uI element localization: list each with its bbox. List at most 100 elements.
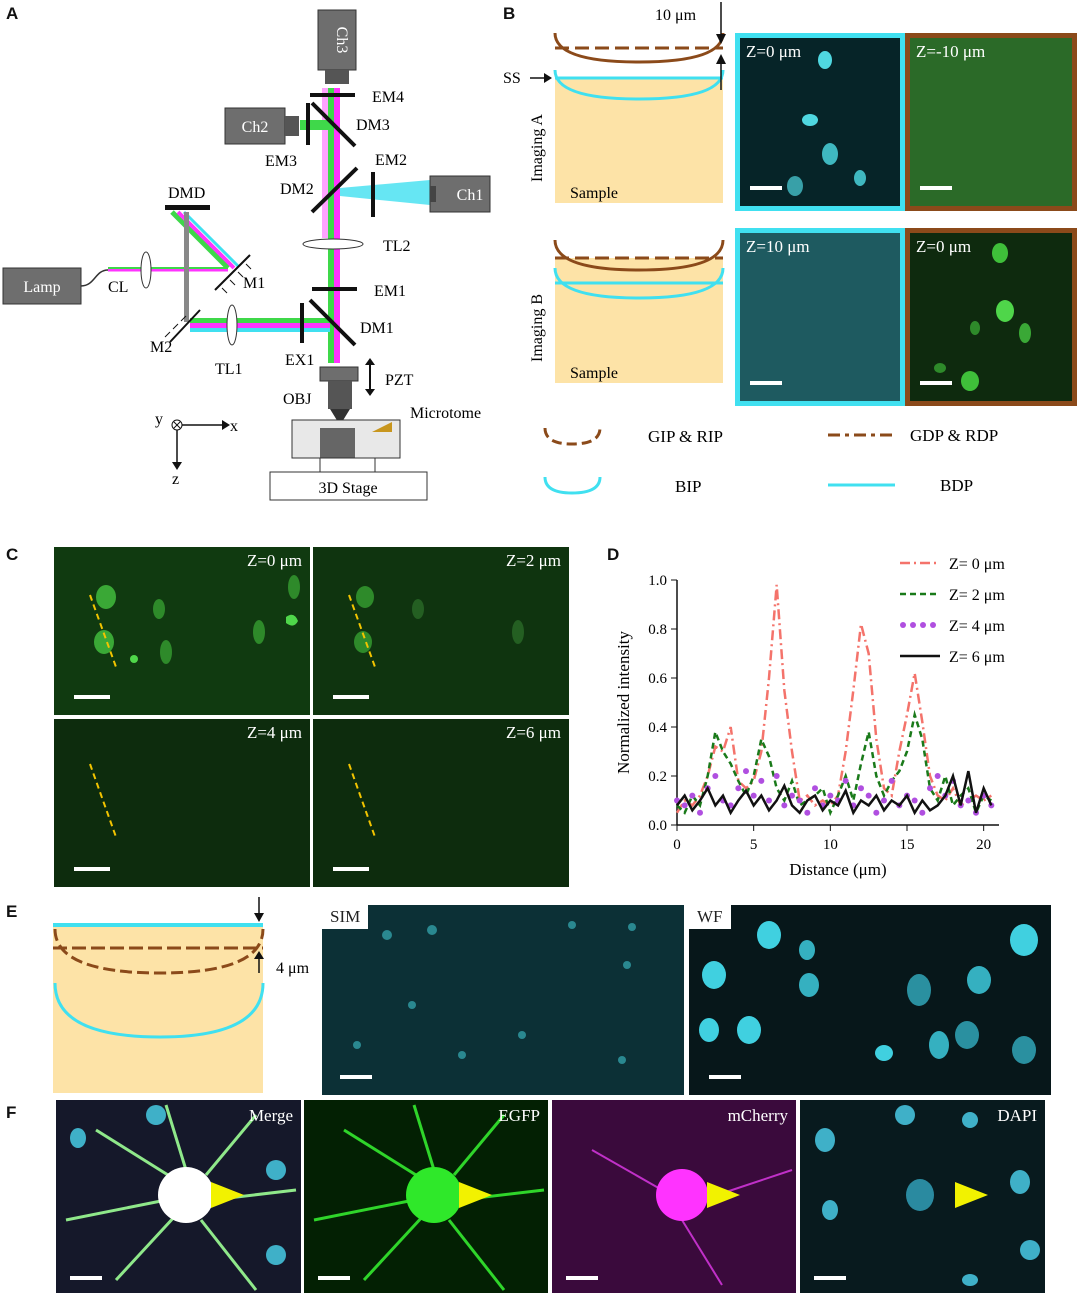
x-axis-label: Distance (μm)	[789, 860, 886, 879]
em1-label: EM1	[374, 283, 406, 300]
imaging-schematic-e: 4 μm	[53, 897, 310, 1093]
dichroic-dm1	[308, 298, 357, 347]
image-a-z-minus10: Z=-10 μm	[905, 33, 1077, 211]
series-point	[781, 802, 788, 809]
emission-filter-em3	[306, 103, 310, 145]
image-b-z0-label: Z=0 μm	[916, 237, 972, 256]
image-c-z6: Z=6 μm	[313, 719, 569, 887]
dmd-mirror	[165, 205, 210, 210]
objective-lens	[330, 409, 350, 422]
dapi-label: DAPI	[997, 1106, 1037, 1125]
image-merge: Merge	[56, 1100, 301, 1293]
axis-z-label: z	[172, 471, 179, 488]
legend-gip-rip: GIP & RIP	[648, 427, 723, 446]
image-c-z2: Z=2 μm	[313, 547, 569, 715]
image-wf: WF	[689, 905, 1051, 1095]
scale-bar	[318, 1276, 350, 1280]
series-point	[735, 785, 742, 792]
scale-bar	[814, 1276, 846, 1280]
panel-letter-a: A	[6, 4, 19, 23]
dichroic-dm2	[310, 166, 359, 214]
scale-bar	[340, 1075, 372, 1079]
ch1-label: Ch1	[457, 187, 484, 204]
cl-label: CL	[108, 279, 128, 296]
arrowhead-marker	[211, 1182, 244, 1208]
stage-label: 3D Stage	[318, 480, 377, 497]
egfp-label: EGFP	[498, 1106, 540, 1125]
bip-curve-e	[53, 982, 265, 1039]
series-point	[865, 792, 872, 799]
axis-indicator: y x z	[155, 411, 238, 488]
optical-setup-diagram: Lamp CL DMD M1 M2 TL1 EX1 DM1 EM1 TL2 DM…	[2, 9, 491, 501]
wf-label: WF	[689, 905, 731, 929]
arrowhead-marker	[955, 1182, 988, 1208]
ch2-label: Ch2	[242, 119, 269, 136]
mcherry-label: mCherry	[727, 1106, 788, 1125]
series-point	[881, 797, 887, 804]
y-tick-label: 1.0	[648, 573, 667, 589]
scale-bar	[920, 186, 952, 190]
merge-label: Merge	[248, 1106, 293, 1125]
legend-right: GDP & RDP BDP	[828, 426, 998, 495]
ch3-camera	[317, 9, 357, 71]
sample-block-e	[53, 925, 263, 1093]
series-line	[675, 584, 993, 814]
ch3-label: Ch3	[333, 27, 350, 54]
series-point	[689, 792, 696, 799]
em4-label: EM4	[372, 89, 404, 106]
series-point	[712, 773, 719, 779]
series-point	[750, 792, 757, 799]
em3-label: EM3	[265, 153, 297, 170]
image-c-z4: Z=4 μm	[54, 719, 310, 887]
legend-label: Z= 4 μm	[949, 618, 1005, 635]
scale-bar	[333, 867, 369, 871]
x-tick-label: 5	[750, 837, 758, 853]
image-b-z10: Z=10 μm	[735, 228, 905, 406]
imaging-schematic-b: 10 μm SS Sample Imaging A Sample Imaging…	[503, 2, 726, 496]
series-point	[827, 792, 834, 799]
scale-bar	[566, 1276, 598, 1280]
sim-label: SIM	[322, 905, 369, 929]
excitation-filter	[300, 303, 304, 343]
panel-letter-e: E	[6, 902, 18, 921]
scale-bar	[750, 186, 782, 190]
series-point	[927, 785, 933, 792]
series-point	[766, 797, 772, 804]
sample-block-b	[555, 258, 723, 383]
image-sim: SIM	[322, 905, 684, 1095]
y-tick-label: 0.6	[648, 671, 667, 687]
gip-rip-curve-b	[553, 239, 725, 272]
image-mcherry: mCherry	[552, 1100, 796, 1293]
x-tick-label: 10	[823, 837, 838, 853]
x-tick-label: 0	[673, 837, 681, 853]
image-c-z2-label: Z=2 μm	[505, 551, 561, 570]
m2-label: M2	[150, 339, 172, 356]
axis-y-label: y	[155, 411, 163, 428]
legend-label: Z= 6 μm	[949, 649, 1005, 666]
image-c-z4-label: Z=4 μm	[246, 723, 302, 742]
imaging-a-label: Imaging A	[529, 114, 546, 182]
obj-label: OBJ	[283, 391, 311, 408]
series-point	[789, 792, 795, 799]
series-point	[842, 777, 849, 784]
legend-bip: BIP	[675, 477, 701, 496]
series-point	[681, 802, 688, 809]
tl2-label: TL2	[383, 238, 411, 255]
series-point	[888, 777, 895, 784]
panel-letter-f: F	[6, 1103, 17, 1122]
sample-label-a: Sample	[570, 185, 618, 202]
panel-letter-c: C	[6, 545, 19, 564]
ex1-label: EX1	[285, 352, 314, 369]
depth-marker-label: 10 μm	[655, 7, 697, 24]
ch1-camera	[429, 175, 491, 213]
series-point	[804, 809, 811, 816]
dmd-label: DMD	[168, 185, 205, 202]
y-tick-label: 0.8	[648, 622, 667, 638]
y-tick-label: 0.4	[648, 720, 667, 736]
imaging-b-label: Imaging B	[529, 294, 546, 362]
tube-lens-2	[302, 238, 364, 250]
image-dapi: DAPI	[800, 1100, 1045, 1293]
arrowhead-marker	[459, 1182, 492, 1208]
